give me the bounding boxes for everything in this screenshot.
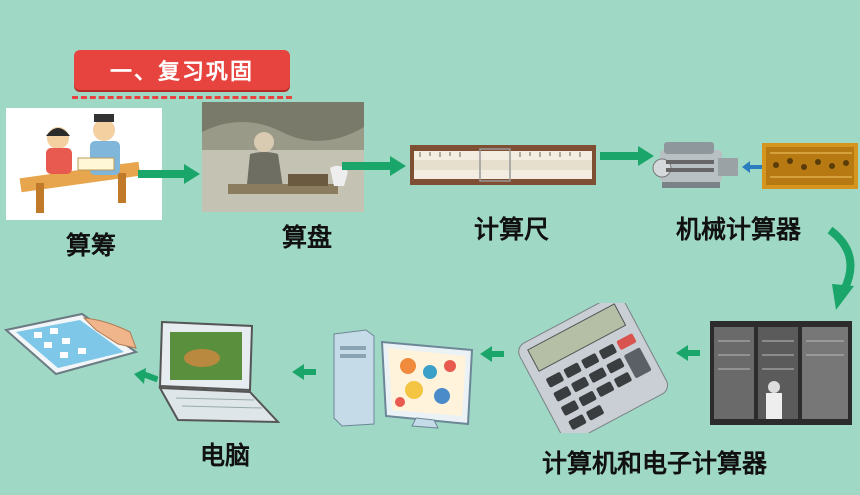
arrow-left-icon xyxy=(480,346,504,362)
arrow-right-icon xyxy=(342,156,406,176)
mechanical-calculator-image xyxy=(652,138,742,192)
arrow-left-icon xyxy=(292,364,316,380)
arrow-right-icon xyxy=(138,164,200,184)
section-title: 一、复习巩固 xyxy=(109,60,254,85)
curved-arrow-icon xyxy=(827,226,855,310)
tablet-image xyxy=(0,308,140,382)
arrow-left-icon xyxy=(742,161,762,173)
laptop-image xyxy=(156,316,282,428)
section-title-badge: 一、复习巩固 xyxy=(74,50,290,90)
label-slide-rule: 计算尺 xyxy=(474,215,550,244)
label-computer-and-calculator: 计算机和电子计算器 xyxy=(542,449,768,478)
slide-rule-image xyxy=(410,145,596,185)
label-counting-rods: 算筹 xyxy=(66,231,117,260)
desktop-computer-image xyxy=(330,326,478,430)
label-abacus: 算盘 xyxy=(282,223,333,252)
arrow-left-icon xyxy=(134,368,158,384)
title-underline xyxy=(72,96,292,99)
label-mechanical-calculator: 机械计算器 xyxy=(676,215,802,244)
arrow-left-icon xyxy=(676,345,700,361)
counting-rods-image xyxy=(6,108,162,220)
early-computer-image xyxy=(710,321,852,425)
label-personal-computer: 电脑 xyxy=(200,441,251,470)
abacus-image xyxy=(202,102,364,212)
mechanical-board-image xyxy=(762,143,858,189)
arrow-right-icon xyxy=(600,146,654,166)
electronic-calculator-image xyxy=(510,303,678,433)
